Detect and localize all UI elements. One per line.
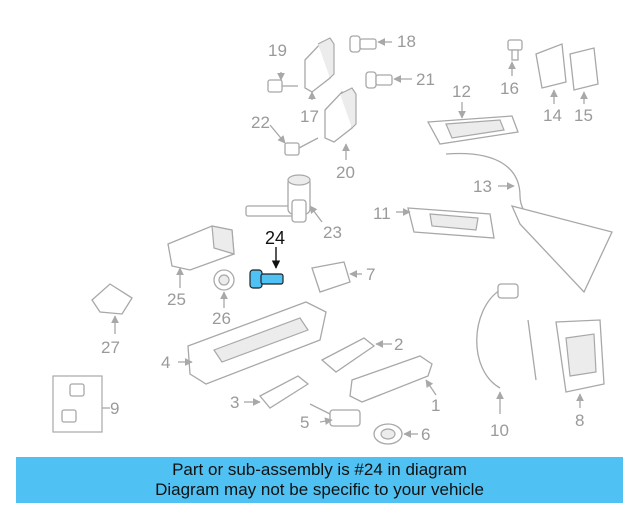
label-21: 21 xyxy=(416,70,435,89)
label-25: 25 xyxy=(167,290,186,309)
label-7: 7 xyxy=(366,265,375,284)
label-15: 15 xyxy=(574,106,593,125)
part-10-cable xyxy=(476,283,519,414)
label-20: 20 xyxy=(336,163,355,182)
part-11-inside-handle xyxy=(396,207,495,239)
label-13: 13 xyxy=(473,177,492,196)
banner-line-part-number: Part or sub-assembly is #24 in diagram xyxy=(172,460,467,479)
part-20-hinge xyxy=(324,87,357,160)
part-18-screw xyxy=(349,35,392,53)
label-19: 19 xyxy=(268,41,287,60)
label-12: 12 xyxy=(452,82,471,101)
label-22: 22 xyxy=(251,113,270,132)
part-24-bolt-highlighted xyxy=(249,247,284,289)
part-6-seal xyxy=(373,423,418,445)
part-5-lock-cylinder xyxy=(309,403,361,427)
part-4-handle-carrier xyxy=(178,301,327,385)
banner-line-disclaimer: Diagram may not be specific to your vehi… xyxy=(155,480,484,499)
part-25-cover xyxy=(167,225,235,288)
label-14: 14 xyxy=(543,106,562,125)
label-24: 24 xyxy=(265,228,285,248)
part-27-clip xyxy=(91,283,133,334)
part-16-screw xyxy=(507,39,523,76)
info-banner: Part or sub-assembly is #24 in diagram D… xyxy=(16,457,623,503)
label-11: 11 xyxy=(373,204,391,223)
part-3-gasket xyxy=(244,375,310,409)
label-10: 10 xyxy=(490,421,509,440)
part-7-bracket xyxy=(311,261,362,293)
part-22-bolt xyxy=(269,124,319,156)
label-9: 9 xyxy=(110,399,119,418)
label-6: 6 xyxy=(421,425,430,444)
label-16: 16 xyxy=(500,79,519,98)
part-14-bracket xyxy=(535,43,567,104)
part-12-inside-handle-upper xyxy=(426,102,519,145)
part-13-cable-assembly xyxy=(445,152,613,294)
part-17-hinge xyxy=(304,37,335,100)
label-1: 1 xyxy=(431,396,440,415)
part-19-bolt xyxy=(267,72,298,93)
part-1-outer-handle xyxy=(349,355,437,403)
label-23: 23 xyxy=(323,223,342,242)
label-18: 18 xyxy=(397,32,416,51)
label-27: 27 xyxy=(101,338,120,357)
label-4: 4 xyxy=(161,353,170,372)
part-2-trim xyxy=(320,337,392,373)
part-8-latch xyxy=(527,319,605,408)
label-17: 17 xyxy=(300,107,319,126)
label-5: 5 xyxy=(300,413,309,432)
part-21-screw xyxy=(365,71,412,89)
label-3: 3 xyxy=(230,393,239,412)
label-26: 26 xyxy=(212,309,231,328)
label-8: 8 xyxy=(575,411,584,430)
exploded-parts-diagram: 19 18 21 17 22 20 23 24 25 26 7 27 4 2 3… xyxy=(52,32,613,445)
label-2: 2 xyxy=(394,335,403,354)
part-26-cap xyxy=(213,269,235,308)
part-23-check-strap xyxy=(245,174,323,223)
part-15-bracket xyxy=(569,47,599,104)
part-9-bolt-set xyxy=(52,375,110,433)
